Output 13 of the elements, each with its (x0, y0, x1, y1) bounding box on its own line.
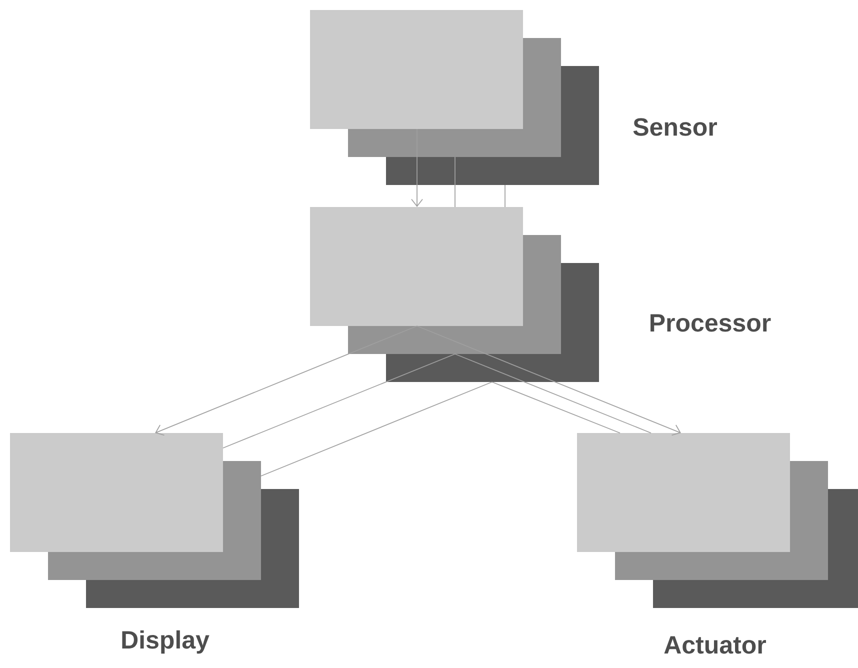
connector (411, 128, 423, 207)
connector (260, 382, 492, 476)
connector (492, 382, 620, 434)
connector (416, 326, 682, 436)
connector (454, 156, 456, 208)
connector (155, 326, 418, 436)
connector (504, 184, 506, 208)
stage-label: Sensor (633, 118, 717, 136)
connector (454, 354, 652, 434)
stage-label: Processor (650, 314, 771, 332)
stage-label: Display (122, 630, 210, 654)
stage-label: Actuator (664, 636, 766, 654)
connector (222, 354, 456, 448)
